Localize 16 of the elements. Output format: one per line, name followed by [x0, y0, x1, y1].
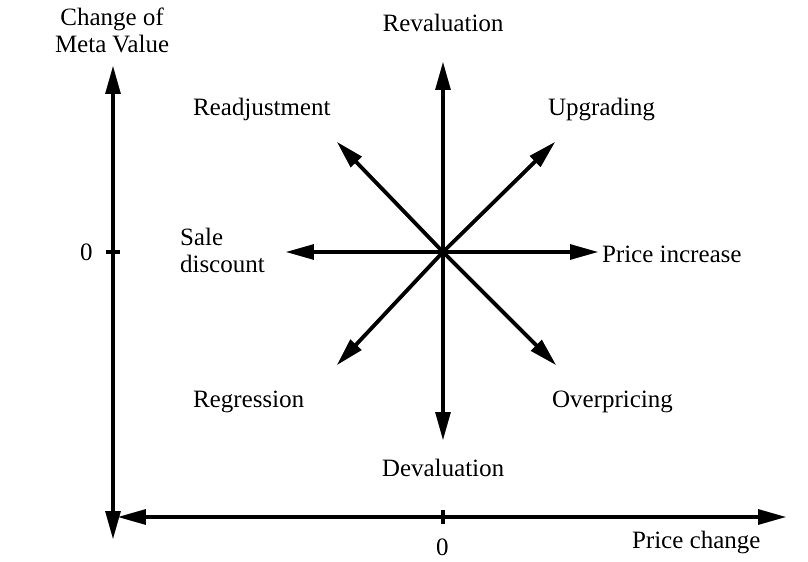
- direction-label: Regression: [193, 386, 304, 413]
- direction-label: Overpricing: [552, 386, 673, 413]
- axis-title: Change of Meta Value: [54, 4, 170, 58]
- direction-label: Readjustment: [193, 94, 330, 121]
- direction-label: Sale discount: [180, 224, 266, 278]
- arrow: [435, 252, 451, 440]
- tick-label: 0: [80, 239, 92, 266]
- direction-label: Upgrading: [548, 94, 655, 121]
- direction-label: Revaluation: [382, 10, 504, 37]
- arrow: [286, 244, 443, 260]
- tick-label: 0: [436, 534, 448, 561]
- arrow: [443, 244, 598, 260]
- arrow: [435, 62, 451, 252]
- axis-title: Price change: [632, 527, 760, 554]
- direction-label: Price increase: [602, 240, 742, 268]
- direction-label: Devaluation: [382, 455, 504, 482]
